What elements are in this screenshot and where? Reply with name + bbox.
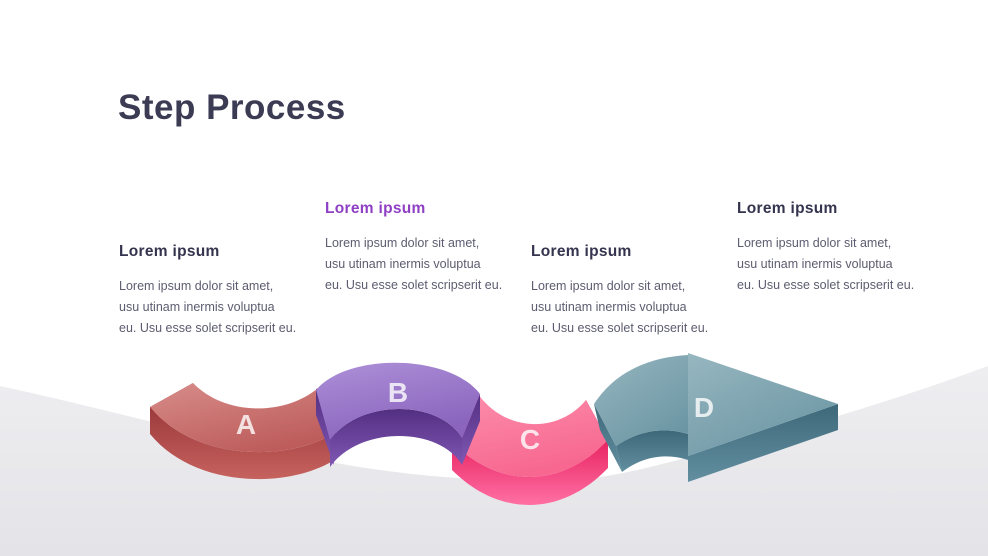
step-d-label: D	[694, 392, 714, 423]
step-b-label: B	[388, 377, 408, 408]
step-d-tail-left-face	[594, 404, 622, 472]
body-line: Lorem ipsum dolor sit amet,	[119, 279, 274, 293]
column-3-heading: Lorem ipsum	[531, 243, 632, 260]
column-2-heading: Lorem ipsum	[325, 200, 426, 217]
column-1: Lorem ipsum Lorem ipsum dolor sit amet, …	[119, 243, 309, 339]
body-line: usu utinam inermis voluptua	[119, 300, 275, 314]
slide-title: Step Process	[118, 88, 346, 127]
step-d-tail-top-face	[594, 355, 688, 446]
background-wave	[0, 366, 988, 556]
body-line: Lorem ipsum dolor sit amet,	[737, 236, 892, 250]
step-a-label: A	[236, 409, 256, 440]
step-c	[452, 394, 608, 505]
body-line: Lorem ipsum dolor sit amet,	[325, 236, 480, 250]
column-4-heading: Lorem ipsum	[737, 200, 838, 217]
step-d-head-bottom-face	[688, 404, 838, 482]
column-3: Lorem ipsum Lorem ipsum dolor sit amet, …	[531, 243, 721, 339]
step-b-bottom-face	[330, 409, 462, 467]
column-2-body: Lorem ipsum dolor sit amet, usu utinam i…	[325, 233, 515, 296]
step-b-left-face	[316, 388, 334, 465]
body-line: eu. Usu esse solet scripserit eu.	[119, 321, 297, 335]
step-a-bottom-face	[150, 407, 336, 480]
step-c-bottom-face	[452, 440, 608, 505]
step-b	[316, 362, 480, 467]
body-line: usu utinam inermis voluptua	[737, 257, 893, 271]
step-d	[594, 353, 838, 482]
step-c-label: C	[520, 424, 540, 455]
step-d-head-top-face	[688, 353, 838, 456]
body-line: eu. Usu esse solet scripserit eu.	[737, 278, 915, 292]
column-1-body: Lorem ipsum dolor sit amet, usu utinam i…	[119, 276, 309, 339]
step-c-top-face	[452, 394, 608, 477]
step-d-tail-bottom-face	[616, 430, 688, 472]
body-line: usu utinam inermis voluptua	[531, 300, 687, 314]
column-3-body: Lorem ipsum dolor sit amet, usu utinam i…	[531, 276, 721, 339]
column-2: Lorem ipsum Lorem ipsum dolor sit amet, …	[325, 200, 515, 296]
column-4-body: Lorem ipsum dolor sit amet, usu utinam i…	[737, 233, 927, 296]
body-line: Lorem ipsum dolor sit amet,	[531, 279, 686, 293]
body-line: eu. Usu esse solet scripserit eu.	[531, 321, 709, 335]
step-a-top-face	[150, 383, 336, 453]
body-line: eu. Usu esse solet scripserit eu.	[325, 278, 503, 292]
column-1-heading: Lorem ipsum	[119, 243, 220, 260]
column-4: Lorem ipsum Lorem ipsum dolor sit amet, …	[737, 200, 927, 296]
step-b-right-face	[462, 394, 480, 465]
body-line: usu utinam inermis voluptua	[325, 257, 481, 271]
step-b-top-face	[316, 362, 480, 440]
